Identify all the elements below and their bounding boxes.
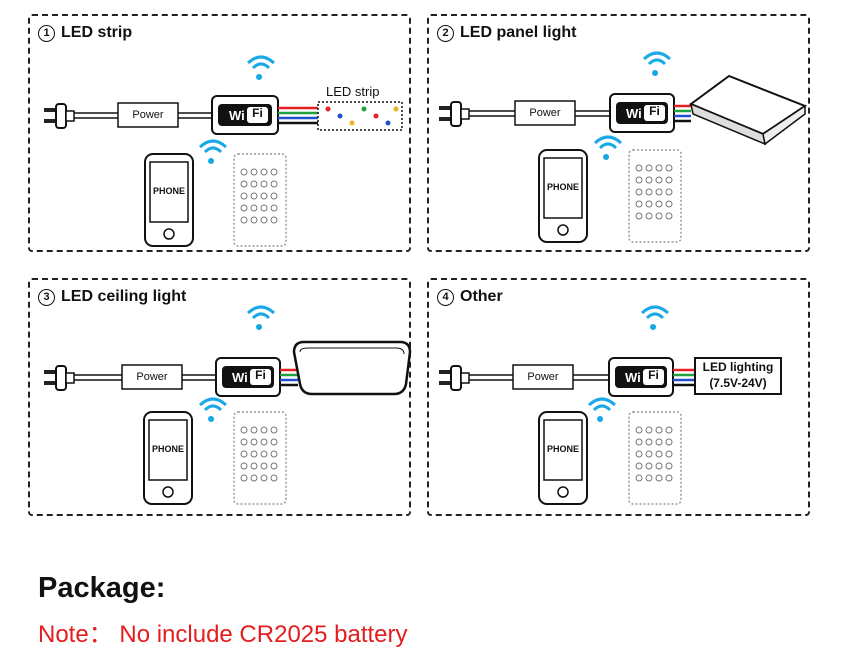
svg-text:Wi: Wi: [625, 370, 641, 385]
phone-label: PHONE: [546, 444, 579, 454]
panel-number: 1: [38, 25, 55, 42]
phone-icon: [144, 153, 194, 247]
led-ceiling-light-icon: [292, 340, 412, 396]
wifi-signal-icon: [198, 139, 228, 164]
power-label: Power: [529, 107, 561, 119]
phone-label: PHONE: [152, 186, 185, 196]
package-title: Package:: [38, 572, 166, 604]
panel-title: 1 LED strip: [38, 24, 132, 42]
panel-title-text: LED strip: [61, 24, 133, 41]
wifi-signal-icon: [246, 55, 276, 80]
panel-title-text: LED ceiling light: [61, 288, 187, 305]
led-panel-light-icon: [688, 74, 808, 146]
phone-label: PHONE: [151, 444, 184, 454]
panel-number: 3: [38, 289, 55, 306]
wifi-signal-icon: [642, 51, 672, 76]
panel-title: 3 LED ceiling light: [38, 288, 186, 306]
led-lighting-label-line1: LED lighting: [702, 360, 774, 374]
wifi-fi-label: Fi: [648, 368, 659, 382]
power-label: Power: [132, 109, 164, 121]
panel-other: 4 Other Wi: [427, 278, 810, 516]
power-label: Power: [527, 371, 559, 383]
panel-title-text: Other: [460, 288, 503, 305]
power-adapter: [121, 364, 183, 390]
power-adapter: [512, 364, 574, 390]
led-lighting-label-line2: (7.5V-24V): [709, 376, 767, 390]
plug-icon: [439, 365, 470, 391]
wifi-signal-icon: [587, 397, 617, 422]
wifi-signal-icon: [593, 135, 623, 160]
wiring-diagram: Wi: [439, 305, 782, 505]
wifi-fi-label: Fi: [252, 106, 263, 120]
wifi-signal-icon: [640, 305, 670, 330]
panel-title: 2 LED panel light: [437, 24, 576, 42]
svg-text:Wi: Wi: [229, 108, 245, 123]
panel-title: 4 Other: [437, 288, 503, 306]
panel-title-text: LED panel light: [460, 24, 577, 41]
led-lighting-box: [694, 357, 782, 395]
plug-icon: [44, 365, 75, 391]
led-strip: [317, 101, 403, 131]
remote-control-icon: [628, 411, 682, 505]
wiring-diagram: Wi: [44, 305, 412, 505]
wifi-signal-icon: [246, 305, 276, 330]
panel-led-panel-light: 2 LED panel light Wi: [427, 14, 810, 252]
panel-number: 2: [437, 25, 454, 42]
package-note: Note： No include CR2025 battery: [38, 621, 408, 648]
plug-icon: [44, 103, 75, 129]
wiring-diagram: Wi: [439, 51, 808, 243]
wifi-fi-label: Fi: [255, 368, 266, 382]
remote-control-icon: [233, 411, 287, 505]
power-adapter: [117, 102, 179, 128]
led-strip-label: LED strip: [326, 84, 380, 99]
phone-icon: [538, 411, 588, 505]
plug-icon: [439, 101, 470, 127]
wiring-diagram: Wi: [44, 55, 403, 247]
svg-text:Wi: Wi: [626, 106, 642, 121]
power-label: Power: [136, 371, 168, 383]
svg-text:Wi: Wi: [232, 370, 248, 385]
panel-led-ceiling-light: 3 LED ceiling light Wi: [28, 278, 412, 516]
phone-icon: [538, 149, 588, 243]
power-adapter: [514, 100, 576, 126]
panel-number: 4: [437, 289, 454, 306]
remote-control-icon: [628, 149, 682, 243]
phone-icon: [143, 411, 193, 505]
wifi-fi-label: Fi: [649, 104, 660, 118]
phone-label: PHONE: [546, 182, 579, 192]
remote-control-icon: [233, 153, 287, 247]
wifi-signal-icon: [198, 397, 228, 422]
